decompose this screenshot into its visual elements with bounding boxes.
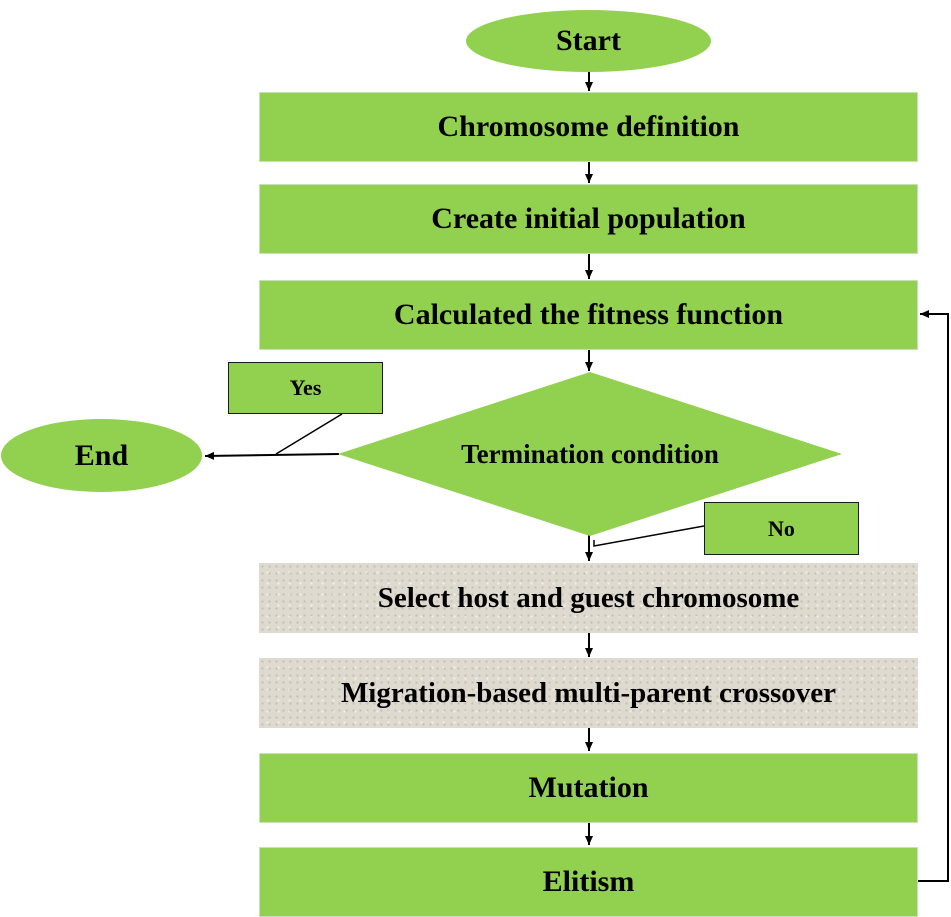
decision-label: Termination condition [461,438,719,469]
fitness-function-box: Calculated the fitness function [259,280,918,350]
step-label: Mutation [528,771,649,804]
elitism-box: Elitism [259,847,918,917]
end-node: End [1,419,202,492]
arrow-termination-to-end [204,451,340,460]
mutation-box: Mutation [259,753,918,823]
start-label: Start [556,24,621,57]
end-label: End [74,438,129,472]
create-population-box: Create initial population [259,184,918,254]
no-label: No [768,515,795,541]
step-label: Calculated the fitness function [393,298,784,331]
step-label: Create initial population [431,202,746,235]
step-label: Migration-based multi-parent crossover [340,676,837,709]
step-label: Select host and guest chromosome [377,581,800,614]
chromosome-definition-box: Chromosome definition [259,92,918,162]
feedback-loop-arrow [918,310,949,882]
start-node: Start [466,10,711,72]
step-label: Chromosome definition [437,110,740,143]
crossover-box: Migration-based multi-parent crossover [259,658,918,728]
yes-label: Yes [289,375,322,400]
select-host-guest-box: Select host and guest chromosome [259,563,918,633]
no-callout-line [593,525,705,547]
no-tag: No [704,502,859,555]
step-label: Elitism [542,865,635,898]
yes-tag: Yes [228,362,383,414]
yes-callout-line [275,413,343,455]
